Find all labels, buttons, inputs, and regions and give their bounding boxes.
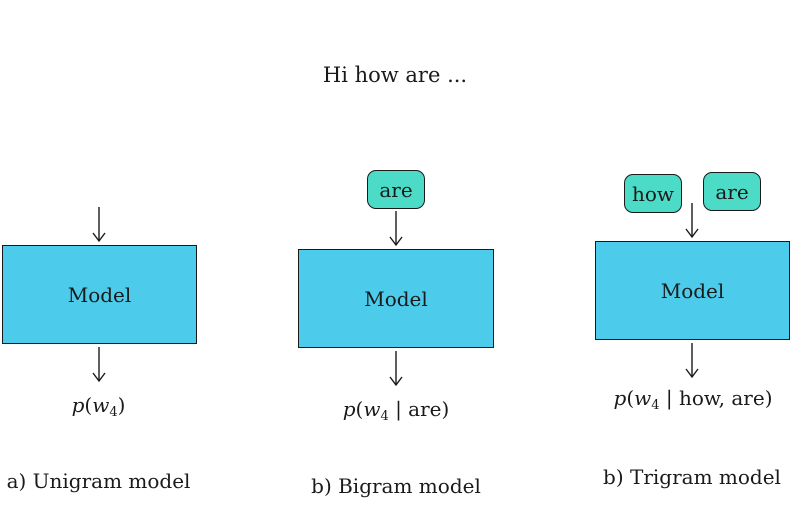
output-arrow (92, 347, 106, 383)
output-probability: p(w4) (71, 393, 126, 420)
input-arrow (92, 207, 106, 243)
panel-caption: b) Bigram model (311, 474, 481, 498)
input-sentence: Hi how are ... (322, 63, 468, 87)
context-token: are (367, 170, 425, 209)
output-arrow (685, 343, 699, 379)
output-probability: p(w4 | are) (342, 397, 450, 424)
model-box: Model (298, 249, 494, 348)
context-token: are (703, 172, 761, 211)
model-box: Model (595, 241, 790, 340)
output-probability: p(w4 | how, are) (613, 386, 773, 413)
panel-caption: a) Unigram model (6, 469, 191, 493)
output-arrow (389, 351, 403, 387)
input-arrow (685, 203, 699, 239)
model-box: Model (2, 245, 197, 344)
input-arrow (389, 211, 403, 247)
context-token: how (624, 174, 682, 213)
panel-caption: b) Trigram model (603, 465, 781, 489)
